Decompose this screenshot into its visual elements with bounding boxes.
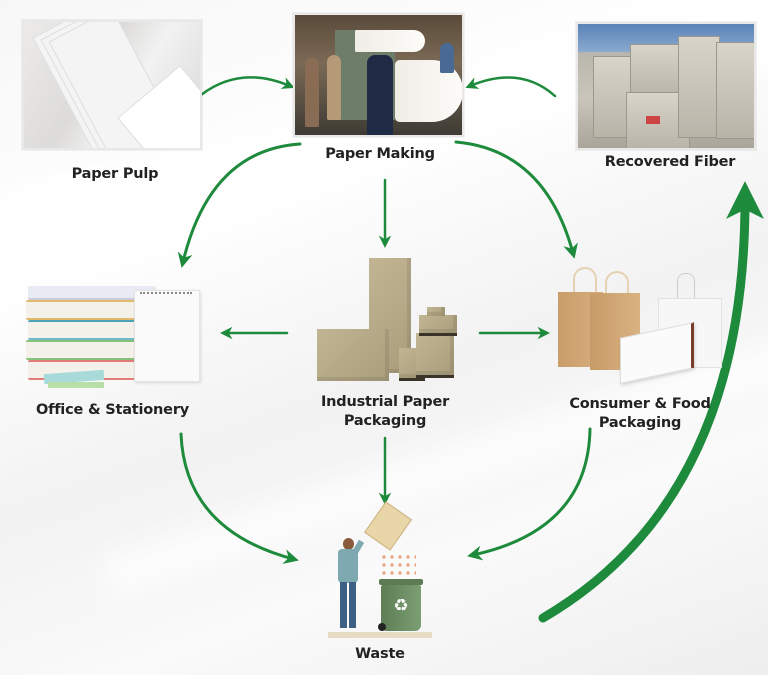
consumer-packaging-image	[555, 265, 725, 390]
recycle-icon: ♻	[393, 596, 409, 616]
paper-making-label: Paper Making	[325, 146, 435, 162]
arrow-making-to-office	[177, 142, 302, 268]
waste-label: Waste	[355, 646, 405, 662]
recycling-bin	[381, 585, 421, 631]
industrial-packaging-label-line1: Industrial Paper	[320, 394, 450, 410]
arrow-fiber-to-making	[465, 76, 557, 98]
recovered-fiber-label: Recovered Fiber	[604, 154, 736, 170]
arrow-office-to-waste	[179, 432, 299, 564]
cardboard-box-falling	[363, 501, 413, 551]
arrow-waste-to-fiber	[538, 181, 764, 623]
consumer-packaging-label-line2: Packaging	[598, 415, 682, 431]
bin-wheel	[378, 623, 386, 631]
waste-image: ♻	[328, 501, 433, 640]
office-stationery-label: Office & Stationery	[35, 402, 190, 418]
bin-lid	[379, 579, 423, 585]
industrial-packaging-label: Industrial Paper Packaging	[300, 393, 470, 431]
falling-debris	[380, 553, 416, 577]
industrial-packaging-image	[315, 255, 465, 385]
paper-pulp-image	[22, 20, 202, 150]
recovered-fiber-image	[576, 22, 756, 150]
consumer-packaging-label: Consumer & Food Packaging	[555, 395, 725, 433]
paper-pulp-label: Paper Pulp	[71, 166, 159, 182]
paper-making-image	[293, 13, 464, 137]
arrow-pulp-to-making	[199, 76, 295, 97]
industrial-packaging-label-line2: Packaging	[343, 413, 427, 429]
consumer-packaging-label-line1: Consumer & Food	[569, 396, 711, 412]
arrow-making-to-consumer	[454, 140, 578, 259]
arrow-consumer-to-waste	[467, 427, 592, 561]
office-stationery-image	[24, 282, 200, 390]
